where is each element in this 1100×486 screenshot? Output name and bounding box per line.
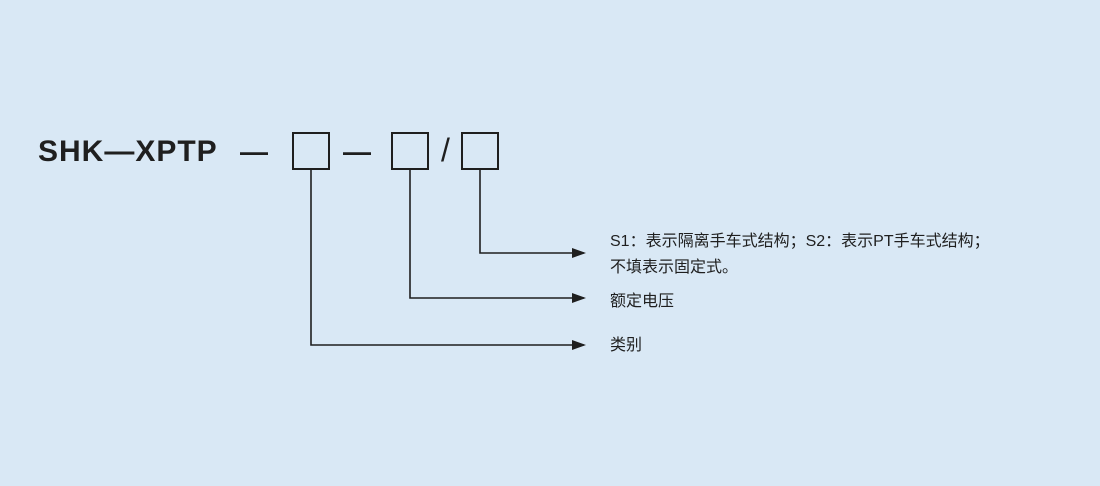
- category-connector: [310, 170, 586, 350]
- structure-connector: [479, 170, 586, 258]
- separator-dash-2: —: [343, 136, 371, 167]
- separator-dash-1: —: [240, 136, 268, 167]
- model-prefix: SHK—XPTP: [38, 135, 218, 168]
- structure-code-box: [461, 132, 499, 170]
- category-code-box: [292, 132, 330, 170]
- voltage-connector: [409, 170, 586, 303]
- structure-callout-line1: S1：表示隔离手车式结构；S2：表示PT手车式结构；: [610, 233, 990, 250]
- voltage-callout-label: 额定电压: [610, 293, 675, 310]
- separator-slash: /: [441, 132, 450, 168]
- structure-callout-line2: 不填表示固定式。: [610, 259, 739, 276]
- voltage-code-box: [391, 132, 429, 170]
- category-callout-label: 类别: [610, 337, 643, 354]
- structure-callout-label: S1：表示隔离手车式结构；S2：表示PT手车式结构； 不填表示固定式。: [610, 229, 990, 281]
